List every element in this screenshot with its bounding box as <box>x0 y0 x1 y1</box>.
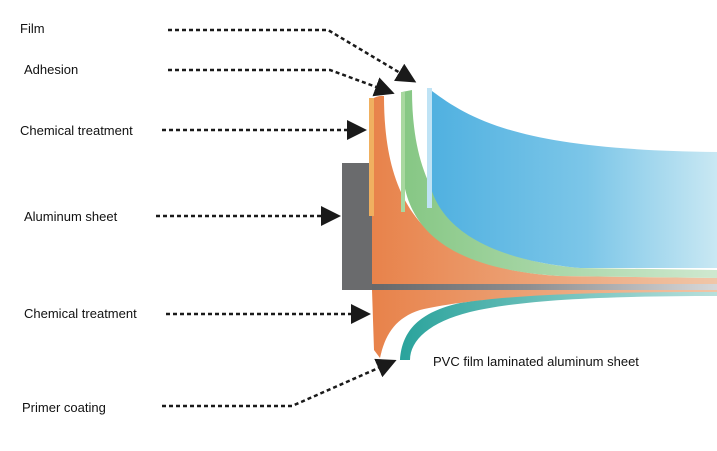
adhesion-label: Adhesion <box>24 62 79 77</box>
chemical-treatment-top-label: Chemical treatment <box>20 123 133 138</box>
top-chemical-treatment-edge <box>369 98 374 216</box>
diagram-caption: PVC film laminated aluminum sheet <box>433 354 639 369</box>
primer-coating-arrow <box>162 358 397 408</box>
primer-coating-layer <box>400 292 717 360</box>
primer-coating-label: Primer coating <box>22 400 106 415</box>
bottom-chemical-treatment-layer <box>372 290 717 358</box>
film-edge <box>427 88 432 208</box>
film-layer <box>428 88 717 268</box>
film-label: Film <box>20 21 45 36</box>
aluminum-sheet-edge <box>342 163 372 290</box>
adhesion-arrow <box>168 68 395 97</box>
top-chemical-treatment-layer <box>369 95 717 284</box>
film-arrow <box>168 28 417 83</box>
chemical-treatment-bottom-label: Chemical treatment <box>24 306 137 321</box>
leader-arrows <box>156 28 417 408</box>
aluminum-sheet-label: Aluminum sheet <box>24 209 118 224</box>
adhesion-edge <box>401 92 405 212</box>
